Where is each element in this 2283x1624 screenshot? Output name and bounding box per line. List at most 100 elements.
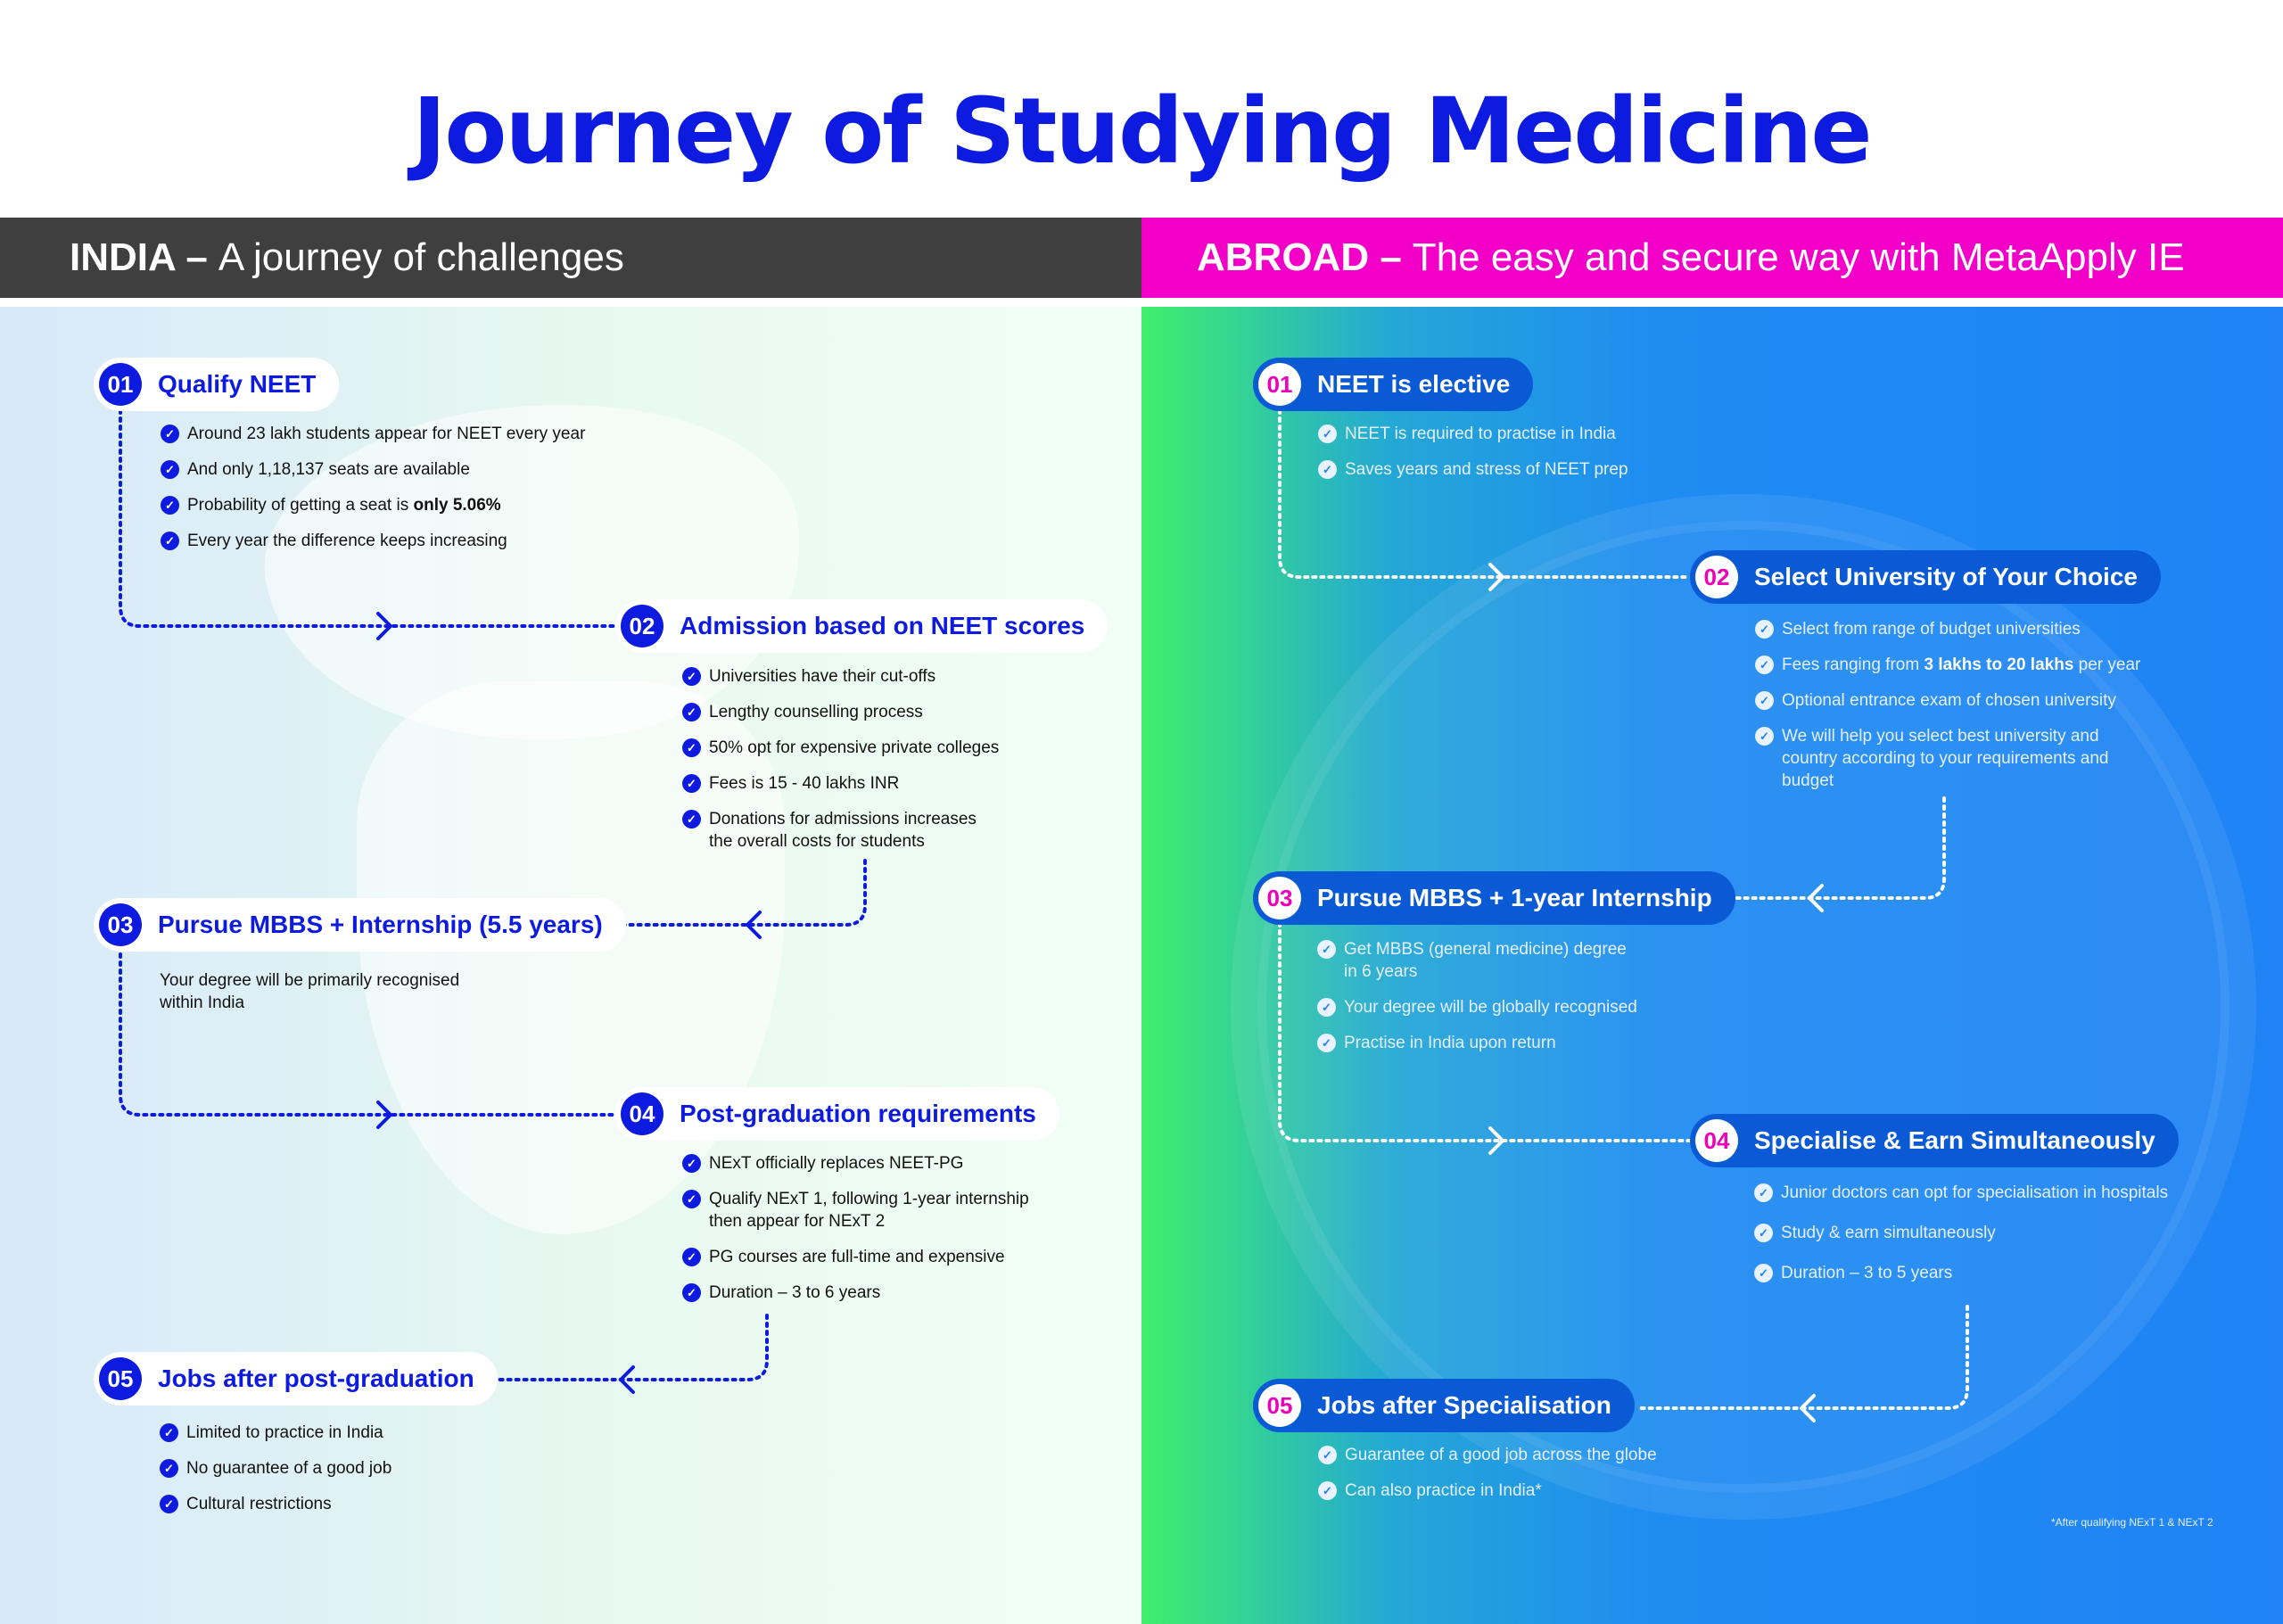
list-item: ✓Around 23 lakh students appear for NEET… [161,423,660,445]
check-badge-icon: ✓ [1317,998,1336,1017]
probability-highlight: only 5.06% [413,496,501,515]
check-badge-icon: ✓ [1754,1224,1773,1242]
india-step-2-pill: 02 Admission based on NEET scores [615,599,1109,653]
check-badge-icon: ✓ [1317,1034,1336,1052]
step-title: Jobs after post-graduation [158,1364,474,1392]
footnote: *After qualifying NExT 1 & NExT 2 [2051,1516,2213,1529]
chevron-arrow-icon [1488,563,1504,591]
list-item: ✓Duration – 3 to 5 years [1754,1262,2200,1284]
abroad-step-2-pill: 02 Select University of Your Choice [1690,550,2161,604]
chevron-arrow-icon [376,1101,392,1129]
abroad-step-1-list: ✓NEET is required to practise in India ✓… [1318,423,1764,494]
abroad-heading-bold: ABROAD – [1197,235,1402,279]
check-badge-icon: ✓ [682,810,701,828]
chevron-arrow-icon [1488,1126,1504,1155]
check-badge-icon: ✓ [1755,620,1774,639]
list-item: ✓Fees is 15 - 40 lakhs INR [682,772,1003,795]
step-number-badge: 03 [1258,877,1301,919]
list-item: ✓Donations for admissions increases the … [682,808,1003,853]
india-header-band: INDIA – A journey of challenges [0,218,1142,298]
step-title: Qualify NEET [158,370,317,398]
list-item: ✓50% opt for expensive private colleges [682,737,1003,759]
abroad-step-5-list: ✓Guarantee of a good job across the glob… [1318,1444,1746,1515]
step-number-badge: 04 [621,1092,663,1135]
india-step-1-list: ✓Around 23 lakh students appear for NEET… [161,423,660,565]
check-badge-icon: ✓ [1318,425,1337,443]
list-item: ✓PG courses are full-time and expensive [682,1246,1030,1268]
abroad-step-2-list: ✓Select from range of budget universitie… [1755,618,2165,805]
chevron-arrow-icon [1808,884,1824,912]
list-item: ✓And only 1,18,137 seats are available [161,458,660,481]
india-step-4-pill: 04 Post-graduation requirements [615,1087,1059,1141]
check-badge-icon: ✓ [160,1459,178,1478]
india-heading-text: A journey of challenges [218,235,624,279]
check-badge-icon: ✓ [161,460,179,479]
list-item: ✓NEET is required to practise in India [1318,423,1764,445]
india-connector-4-5 [498,1314,769,1381]
india-connector-1-2 [119,408,617,628]
list-item: ✓Fees ranging from 3 lakhs to 20 lakhs p… [1755,654,2165,676]
list-item: ✓Cultural restrictions [160,1493,534,1515]
india-step-3-pill: 03 Pursue MBBS + Internship (5.5 years) [94,898,626,952]
check-badge-icon: ✓ [682,774,701,793]
step-title: NEET is elective [1317,370,1511,398]
list-item: ✓Optional entrance exam of chosen univer… [1755,689,2165,712]
india-step-5-list: ✓Limited to practice in India ✓No guaran… [160,1422,534,1529]
page-title: Journey of Studying Medicine [412,78,1872,185]
abroad-heading-text: The easy and secure way with MetaApply I… [1412,235,2185,279]
step-title: Pursue MBBS + Internship (5.5 years) [158,911,603,938]
fee-range-highlight: 3 lakhs to 20 lakhs [1924,655,2074,674]
abroad-step-3-list: ✓Get MBBS (general medicine) degree in 6… [1317,938,1674,1068]
step-number-badge: 05 [1258,1384,1301,1427]
step-title: Select University of Your Choice [1754,563,2138,590]
step-number-badge: 05 [99,1357,142,1400]
abroad-step-5-pill: 05 Jobs after Specialisation [1253,1379,1635,1432]
list-item: ✓Probability of getting a seat is only 5… [161,494,660,516]
abroad-header-band: ABROAD – The easy and secure way with Me… [1142,218,2283,298]
check-badge-icon: ✓ [161,425,179,443]
list-item: ✓Guarantee of a good job across the glob… [1318,1444,1746,1466]
abroad-connector-4-5 [1635,1305,1969,1410]
india-step-4-list: ✓NExT officially replaces NEET-PG ✓Quali… [682,1152,1030,1317]
list-item: ✓Limited to practice in India [160,1422,534,1444]
india-step-5-pill: 05 Jobs after post-graduation [94,1352,498,1406]
check-badge-icon: ✓ [1754,1264,1773,1282]
check-badge-icon: ✓ [1754,1183,1773,1202]
chevron-arrow-icon [1800,1394,1816,1422]
abroad-step-1-pill: 01 NEET is elective [1253,358,1534,411]
list-item: ✓Junior doctors can opt for specialisati… [1754,1182,2200,1204]
india-step-1-pill: 01 Qualify NEET [94,358,340,411]
chevron-arrow-icon [746,911,762,939]
step-title: Post-graduation requirements [680,1100,1036,1127]
check-badge-icon: ✓ [160,1495,178,1513]
check-badge-icon: ✓ [1755,655,1774,674]
india-connector-2-3 [609,859,867,927]
check-badge-icon: ✓ [1318,1481,1337,1500]
check-badge-icon: ✓ [1755,727,1774,746]
list-item: ✓Your degree will be globally recognised [1317,996,1674,1018]
step-number-badge: 01 [1258,363,1301,406]
check-badge-icon: ✓ [682,703,701,721]
check-badge-icon: ✓ [682,1190,701,1208]
list-item: ✓Duration – 3 to 6 years [682,1282,1030,1304]
india-step-3-text: Your degree will be primarily recognised… [160,971,460,1012]
step-number-badge: 02 [1695,556,1738,598]
step-title: Pursue MBBS + 1-year Internship [1317,884,1712,911]
check-badge-icon: ✓ [682,667,701,686]
india-heading-bold: INDIA – [70,235,208,279]
step-title: Jobs after Specialisation [1317,1391,1611,1419]
abroad-panel [1142,307,2283,1624]
chevron-arrow-icon [376,612,392,640]
abroad-step-4-pill: 04 Specialise & Earn Simultaneously [1690,1114,2179,1167]
india-map-silhouette-lower [357,681,785,1234]
list-item: ✓Select from range of budget universitie… [1755,618,2165,640]
check-badge-icon: ✓ [160,1423,178,1442]
step-title: Admission based on NEET scores [680,612,1085,639]
step-title: Specialise & Earn Simultaneously [1754,1126,2155,1154]
list-item: ✓No guarantee of a good job [160,1457,534,1480]
list-item: ✓NExT officially replaces NEET-PG [682,1152,1030,1175]
abroad-connector-2-3 [1715,796,1946,900]
list-item: ✓Qualify NExT 1, following 1-year intern… [682,1188,1030,1232]
check-badge-icon: ✓ [682,1283,701,1302]
step-number-badge: 04 [1695,1119,1738,1162]
